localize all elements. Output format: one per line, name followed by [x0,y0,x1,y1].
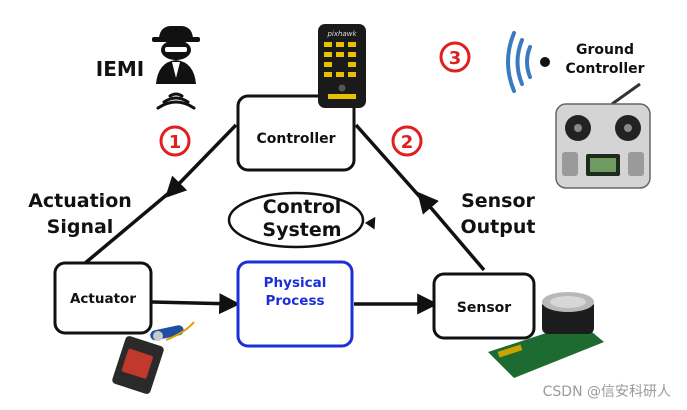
controller-to-actuator-line [165,123,238,199]
actuator-to-process-line [151,293,241,315]
flight-controller-brand: pixhawk [326,30,357,38]
sensor-label: Sensor [457,300,511,316]
flight-controller-icon: pixhawk [318,24,366,108]
marker-2-label: 2 [401,132,414,153]
wireless-signal-icon [506,31,532,93]
controller-block: Controller [236,94,356,172]
controller-label: Controller [256,131,335,147]
ultrasonic-sensor-icon [488,292,604,378]
hacker-icon [152,26,200,84]
ground-controller-label-line1: Ground [576,42,634,58]
control-system-title-line1: Control [263,196,342,218]
sensor-output-line [354,123,422,199]
actuator-label: Actuator [70,291,136,307]
marker-3: 3 [439,41,471,73]
actuation-signal-line [82,190,172,266]
ground-controller-label-line2: Controller [565,61,644,77]
actuator-block: Actuator [53,261,153,335]
control-system-loop: Control System [227,191,376,249]
marker-1: 1 [159,125,191,157]
watermark-text: CSDN @信安科研人 [543,384,671,400]
iemi-label: IEMI [96,57,144,81]
physical-process-block: Physical Process [236,260,354,348]
marker-3-label: 3 [449,48,462,69]
sensor-output-label-line1: Sensor [461,190,535,212]
marker-1-label: 1 [169,132,182,153]
marker-2: 2 [391,125,423,157]
radio-transmitter-icon [555,82,651,189]
sensor-output-label-line2: Output [461,216,536,238]
wireless-source-dot [540,57,550,67]
control-system-title-line2: System [262,219,341,241]
sensor-to-controller-line [417,191,486,272]
actuation-signal-label-line2: Signal [47,216,114,238]
physical-process-label-line2: Process [265,293,324,309]
sensor-block: Sensor [432,272,536,340]
actuation-signal-label-line1: Actuation [28,190,132,212]
physical-process-label-line1: Physical [264,275,327,291]
servo-motor-icon [112,321,195,394]
iemi-signal-icon [156,92,196,110]
